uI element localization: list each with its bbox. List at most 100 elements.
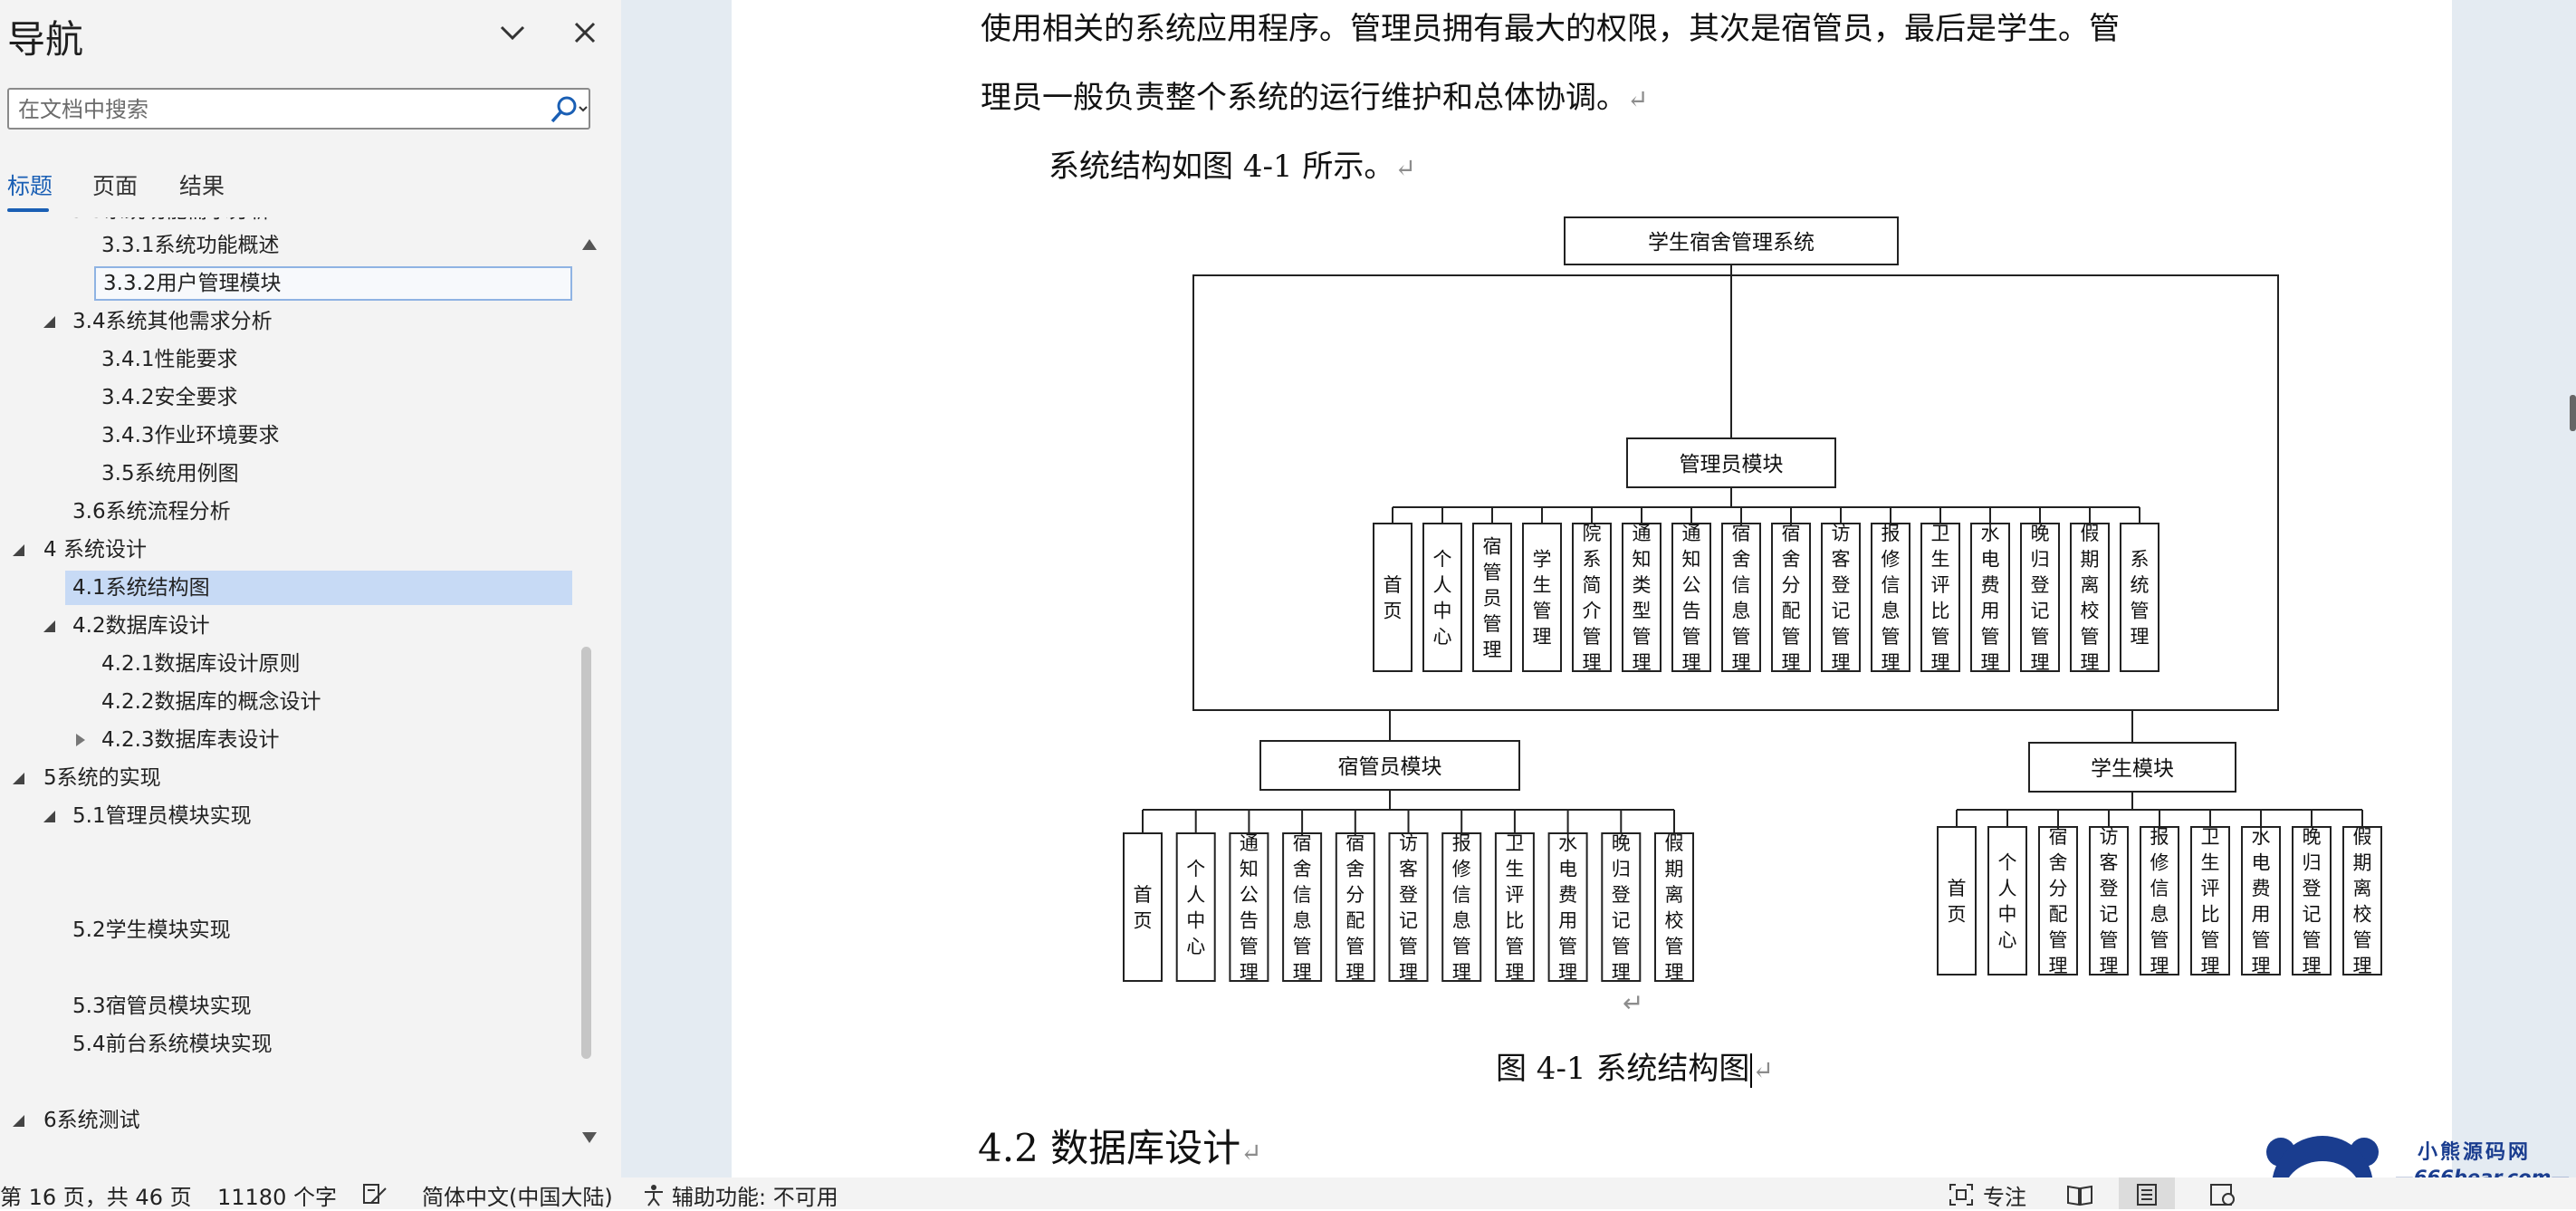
accessibility-icon[interactable] [641,1183,666,1206]
tab-headings[interactable]: 标题 [7,173,53,199]
admin-child-char: 告 [1682,601,1701,622]
outline-item[interactable]: 3.6系统流程分析 [65,495,572,529]
expand-triangle-icon[interactable] [13,544,24,556]
scroll-thumb[interactable] [581,647,591,1059]
outline-item-label: 5系统的实现 [43,766,161,790]
word-count[interactable]: 11180 个字 [217,1185,337,1210]
outline-item-partial[interactable]: 3.3系统功能需求分析 [71,217,560,228]
dorm-child-char: 信 [1452,884,1471,906]
close-icon[interactable] [569,16,601,49]
tab-pages[interactable]: 页面 [92,173,139,199]
outline-item-selected[interactable]: 4.1系统结构图 [65,571,572,605]
outline-item[interactable]: 5.1管理员模块实现 [43,799,572,833]
admin-child-char: 管 [1732,626,1751,648]
print-layout-button[interactable] [2119,1177,2175,1209]
outline-item[interactable]: 5系统的实现 [13,761,572,795]
outline-item-label: 4.2.3数据库表设计 [101,728,280,752]
admin-child-char: 舍 [1782,549,1801,571]
outline-item[interactable]: 3.5系统用例图 [94,457,572,491]
student-child-char: 信 [2150,878,2169,899]
outline-item[interactable]: 3.4.3作业环境要求 [94,418,572,453]
outline-item[interactable]: 5.2学生模块实现 [65,913,572,947]
admin-child-char: 型 [1633,601,1652,622]
student-child-char: 修 [2150,852,2169,874]
expand-triangle-icon[interactable] [43,620,55,632]
expand-triangle-icon[interactable] [43,811,55,822]
dorm-child-char: 生 [1505,859,1524,880]
admin-child-char: 管 [1682,626,1701,648]
student-child-box [2292,826,2332,976]
outline-item[interactable]: 3.4系统其他需求分析 [43,304,572,339]
focus-mode-label[interactable]: 专注 [1983,1185,2026,1210]
page-count[interactable]: 第 16 页，共 46 页 [0,1185,192,1210]
dorm-child-char: 归 [1612,859,1631,880]
admin-child-char: 息 [1732,601,1751,622]
outline-item[interactable]: 3.3.1系统功能概述 [94,228,572,263]
admin-child-char: 宿 [1483,535,1502,557]
expand-triangle-icon[interactable] [43,316,55,328]
student-module-node-label: 学生模块 [2091,757,2174,781]
admin-child-box [1671,523,1711,672]
expand-triangle-icon[interactable] [13,1115,24,1127]
outline-item-label: 5.3宿管员模块实现 [72,995,252,1018]
paragraph-mark-icon: ↵ [1394,153,1416,183]
search-input[interactable] [16,91,536,128]
chevron-down-icon[interactable] [496,16,529,49]
admin-child-char: 理 [2031,652,2050,674]
tab-results[interactable]: 结果 [179,173,225,199]
dorm-child-char: 舍 [1345,859,1365,880]
dorm-child-char: 分 [1345,884,1365,906]
window-resize-handle[interactable] [2570,395,2576,431]
admin-child-char: 简 [1583,574,1602,596]
admin-child-char: 管 [1483,613,1502,635]
dorm-child-char: 通 [1240,832,1259,854]
language-indicator[interactable]: 简体中文(中国大陆) [422,1185,613,1210]
outline-item[interactable]: 4 系统设计 [13,533,572,567]
admin-child-char: 管 [1981,626,2000,648]
admin-child-char: 信 [1732,574,1751,596]
outline-item[interactable]: 3.4.2安全要求 [94,380,572,415]
student-child-char: 理 [2353,956,2372,977]
outline-item[interactable]: 5.3宿管员模块实现 [65,989,572,1024]
admin-child-char: 理 [1583,652,1602,674]
outline-item-label: 5.4前台系统模块实现 [72,1033,273,1056]
dorm-child-box [1175,832,1216,982]
accessibility-status[interactable]: 辅助功能: 不可用 [672,1185,838,1210]
dorm-child-char: 中 [1186,910,1205,932]
body-paragraph-line[interactable]: 使用相关的系统应用程序。管理员拥有最大的权限，其次是宿管员，最后是学生。管 [981,11,2120,47]
nav-title: 导航 [7,17,84,62]
outline-item[interactable]: 4.2.2数据库的概念设计 [94,685,572,719]
admin-child-box [1422,523,1462,672]
dorm-child-char: 理 [1240,962,1259,984]
web-layout-icon[interactable] [2209,1183,2236,1206]
admin-child-char: 院 [1583,523,1602,544]
admin-child-char: 管 [2081,626,2100,648]
proofing-icon[interactable] [362,1183,388,1206]
scroll-up-arrow-icon[interactable] [582,239,597,250]
dorm-child-box [1547,832,1588,982]
search-icon[interactable] [549,94,590,125]
scroll-down-arrow-icon[interactable] [582,1132,597,1143]
admin-child-char: 比 [1931,601,1950,622]
admin-child-box [1622,523,1661,672]
dorm-child-char: 管 [1452,936,1471,957]
read-mode-icon[interactable] [2066,1183,2093,1206]
admin-child-char: 宿 [1782,523,1801,544]
outline-item[interactable]: 4.2.1数据库设计原则 [94,647,572,681]
focus-mode-icon[interactable] [1949,1183,1974,1206]
body-paragraph[interactable]: 系统结构如图 4-1 所示。↵ [1049,149,1416,185]
root-node [1564,216,1899,265]
section-heading[interactable]: 4.2 数据库设计↵ [978,1126,1262,1170]
collapse-triangle-icon[interactable] [76,734,85,746]
figure-caption[interactable]: 图 4-1 系统结构图↵ [1496,1051,1774,1088]
outline-item[interactable]: 3.4.1性能要求 [94,342,572,377]
outline-scrollbar[interactable] [578,237,599,1146]
outline-item[interactable]: 4.2数据库设计 [43,609,572,643]
outline-item[interactable]: 5.4前台系统模块实现 [65,1027,572,1062]
outline-item[interactable]: 6系统测试 [13,1103,572,1138]
student-child-char: 理 [2303,956,2322,977]
body-paragraph-line[interactable]: 理员一般负责整个系统的运行维护和总体协调。↵ [981,80,1649,116]
outline-item[interactable]: 3.3.2用户管理模块 [94,266,572,301]
outline-item[interactable]: 4.2.3数据库表设计 [76,723,572,757]
expand-triangle-icon[interactable] [13,773,24,784]
